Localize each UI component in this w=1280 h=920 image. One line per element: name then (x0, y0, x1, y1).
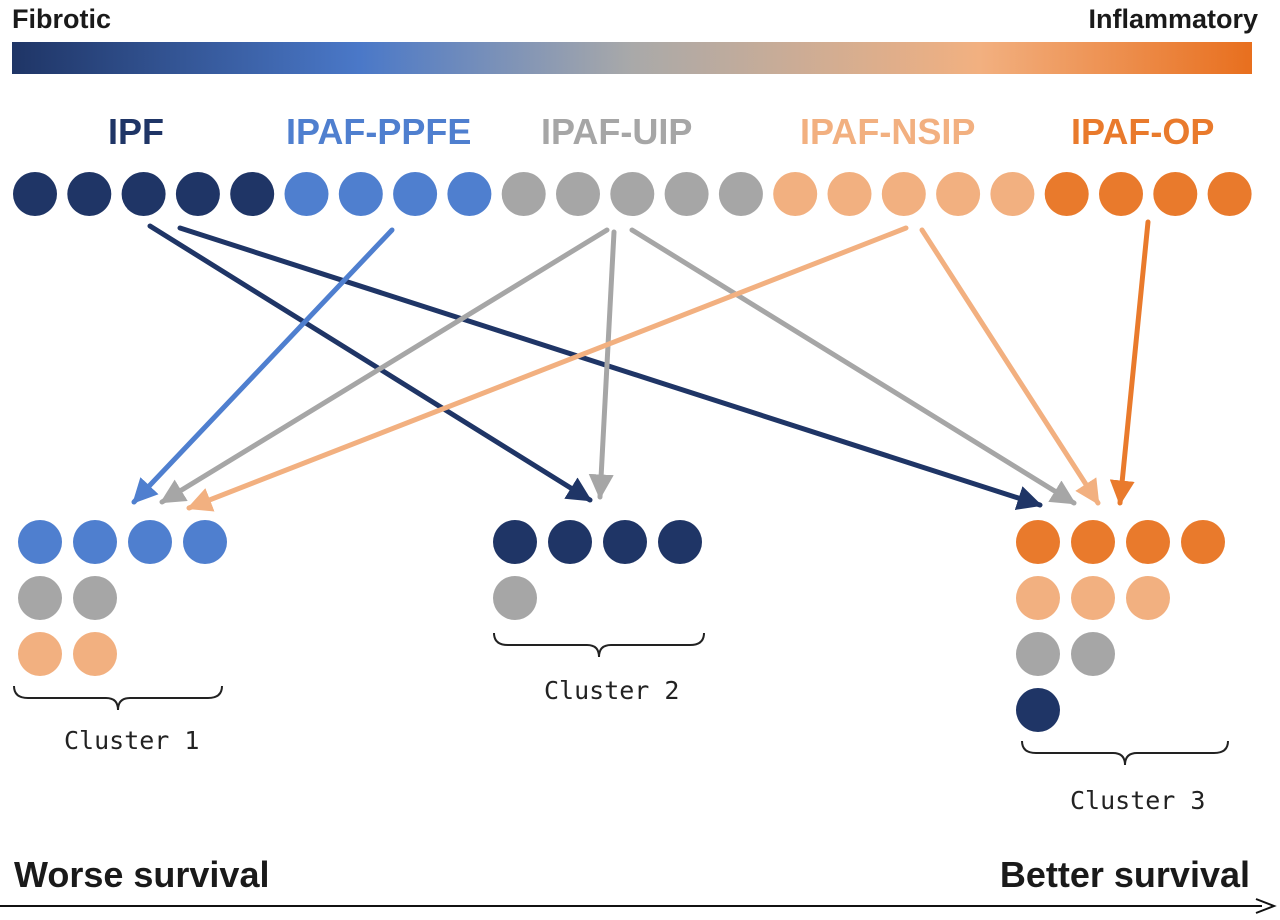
patient-dot-ipaf-op (1099, 172, 1143, 216)
cluster-1-dot-ipaf-nsip (18, 632, 62, 676)
cluster-1-brace (13, 685, 223, 711)
arrow-ipaf-uip-to-cluster-2 (588, 229, 617, 500)
cluster-1-dot-ipaf-ppfe (73, 520, 117, 564)
inflammatory-label: Inflammatory (1088, 4, 1258, 34)
patient-dot-ipaf-uip (610, 172, 655, 216)
better-survival-label: Better survival (999, 854, 1250, 895)
group-label-ipaf-uip: IPAF-UIP (541, 111, 693, 152)
patient-dot-ipaf-nsip (936, 172, 981, 216)
patient-dot-ipaf-ppfe (338, 172, 383, 216)
group-label-ipaf-nsip: IPAF-NSIP (800, 111, 976, 152)
patient-dot-ipaf-nsip (881, 172, 926, 216)
cluster-3-label: Cluster 3 (1070, 786, 1206, 815)
patient-dot-ipaf-op (1044, 172, 1089, 216)
patient-dot-ipaf-ppfe (393, 172, 438, 216)
patient-dot-ipaf-ppfe (284, 172, 329, 216)
arrow-ipaf-ppfe-to-cluster-1 (131, 227, 395, 505)
patient-dots-row (13, 172, 1252, 216)
patient-dot-ipaf-op (1207, 172, 1252, 216)
cluster-1-dot-ipaf-ppfe (18, 520, 62, 564)
worse-survival-label: Worse survival (14, 854, 270, 895)
cluster-1-dot-ipaf-ppfe (128, 520, 172, 564)
patient-dot-ipaf-uip (501, 172, 546, 216)
cluster-2-dot-ipf (603, 520, 647, 564)
patient-dot-ipaf-uip (556, 172, 600, 216)
patient-dot-ipf (13, 172, 57, 216)
cluster-1-dot-ipaf-uip (18, 576, 62, 620)
patient-dot-ipf (175, 172, 220, 216)
group-label-ipaf-op: IPAF-OP (1071, 111, 1215, 152)
patient-dot-ipaf-uip (664, 172, 709, 216)
patient-dot-ipaf-uip (718, 172, 763, 216)
cluster-dots (18, 520, 1225, 732)
arrow-ipaf-op-to-cluster-3 (1109, 219, 1151, 506)
survival-axis (0, 898, 1277, 914)
cluster-1-dot-ipaf-uip (73, 576, 117, 620)
group-label-ipaf-ppfe: IPAF-PPFE (286, 111, 472, 152)
cluster-3-dot-ipaf-op (1071, 520, 1115, 564)
cluster-3-dot-ipaf-nsip (1126, 576, 1170, 620)
cluster-3-dot-ipaf-uip (1016, 632, 1060, 676)
patient-dot-ipaf-nsip (773, 172, 818, 216)
patient-dot-ipf (67, 172, 112, 216)
cluster-3-dot-ipaf-nsip (1016, 576, 1060, 620)
patient-dot-ipaf-op (1153, 172, 1198, 216)
cluster-2-dot-ipaf-uip (493, 576, 537, 620)
cluster-3-dot-ipaf-op (1181, 520, 1225, 564)
cluster-braces (13, 632, 1229, 766)
cluster-2-dot-ipf (493, 520, 537, 564)
arrow-ipaf-uip-to-cluster-3 (629, 227, 1077, 506)
cluster-3-dot-ipaf-op (1016, 520, 1060, 564)
cluster-3-dot-ipaf-op (1126, 520, 1170, 564)
cluster-2-dot-ipf (548, 520, 592, 564)
fibrotic-inflammatory-gradient-bar (12, 42, 1252, 74)
flow-arrows (131, 219, 1151, 512)
cluster-3-dot-ipaf-uip (1071, 632, 1115, 676)
patient-dot-ipaf-nsip (827, 172, 872, 216)
arrow-ipf-to-cluster-3 (177, 225, 1043, 510)
cluster-3-dot-ipaf-nsip (1071, 576, 1115, 620)
cluster-2-brace (493, 632, 705, 658)
patient-dot-ipf (121, 172, 166, 216)
cluster-2-label: Cluster 2 (544, 676, 680, 705)
fibrotic-label: Fibrotic (12, 4, 111, 34)
cluster-1-dot-ipaf-ppfe (183, 520, 227, 564)
cluster-1-dot-ipaf-nsip (73, 632, 117, 676)
survival-axis-arrowhead (1255, 898, 1277, 914)
group-label-ipf: IPF (108, 111, 165, 152)
arrow-ipaf-nsip-to-cluster-1 (186, 225, 909, 512)
patient-dot-ipf (230, 172, 275, 216)
arrow-ipaf-uip-to-cluster-1 (159, 227, 610, 505)
cluster-2-dot-ipf (658, 520, 702, 564)
cluster-3-brace (1021, 740, 1229, 766)
patient-dot-ipaf-nsip (990, 172, 1035, 216)
arrow-ipf-to-cluster-2 (147, 223, 593, 503)
arrow-ipaf-nsip-to-cluster-3 (919, 227, 1101, 506)
cluster-3-dot-ipf (1016, 688, 1060, 732)
patient-dot-ipaf-ppfe (447, 172, 492, 216)
cluster-1-label: Cluster 1 (64, 726, 200, 755)
